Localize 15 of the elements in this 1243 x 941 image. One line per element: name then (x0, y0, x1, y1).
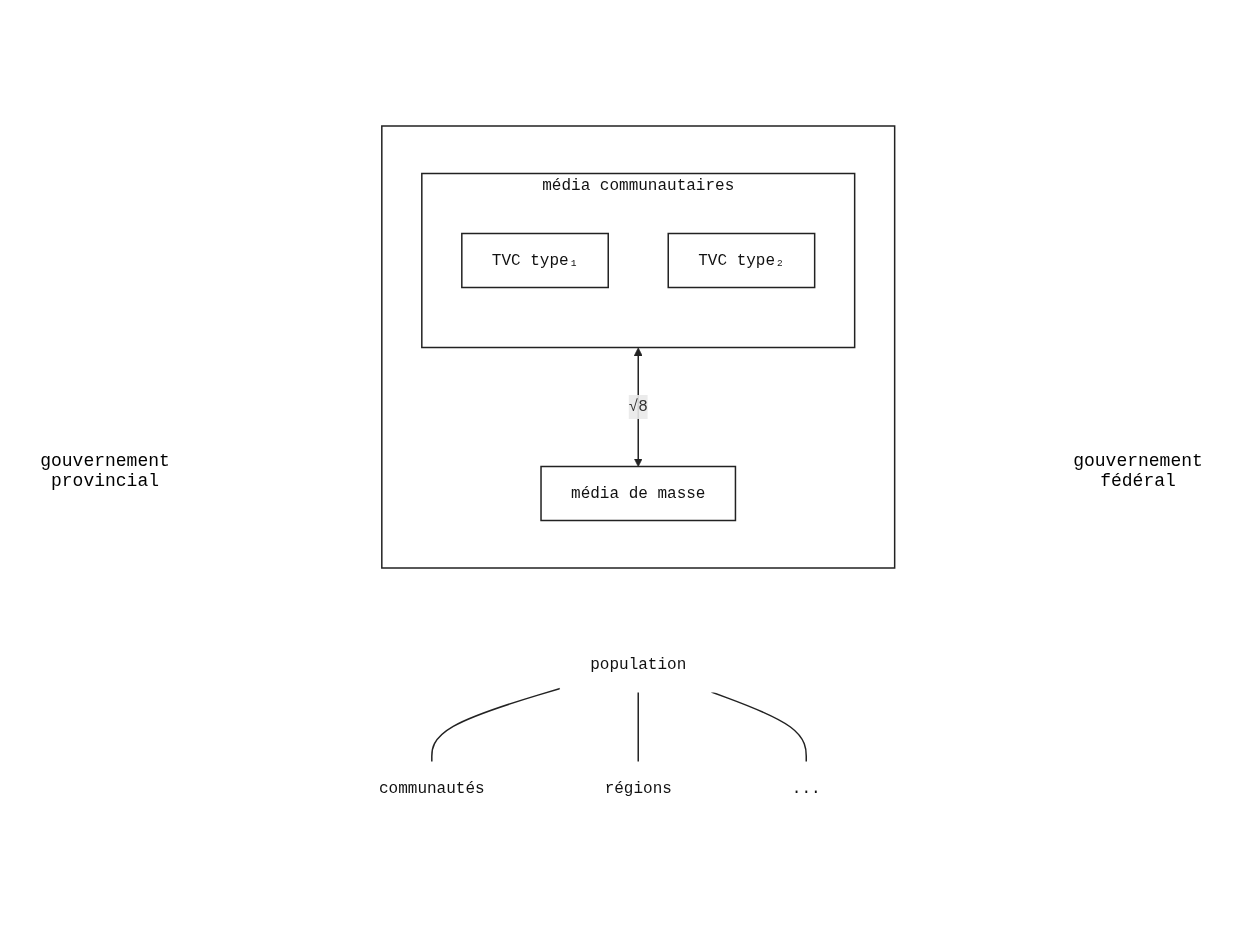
arrow (633, 347, 643, 467)
node-text: régions (604, 779, 672, 798)
node-box: TVC type₁ (460, 232, 609, 288)
cluster (380, 124, 896, 569)
node-box: TVC type₂ (667, 232, 816, 288)
side-label: gouvernement provincial (39, 450, 171, 491)
connector (430, 687, 561, 763)
connector (637, 690, 639, 763)
node-text: ... (791, 779, 821, 798)
node-text: communautés (378, 779, 485, 798)
node-box: média de masse (539, 465, 736, 521)
connector (710, 690, 807, 763)
node-text: population (589, 655, 686, 674)
side-label: gouvernement fédéral (1072, 450, 1204, 491)
edge-label: √8 (628, 397, 648, 416)
